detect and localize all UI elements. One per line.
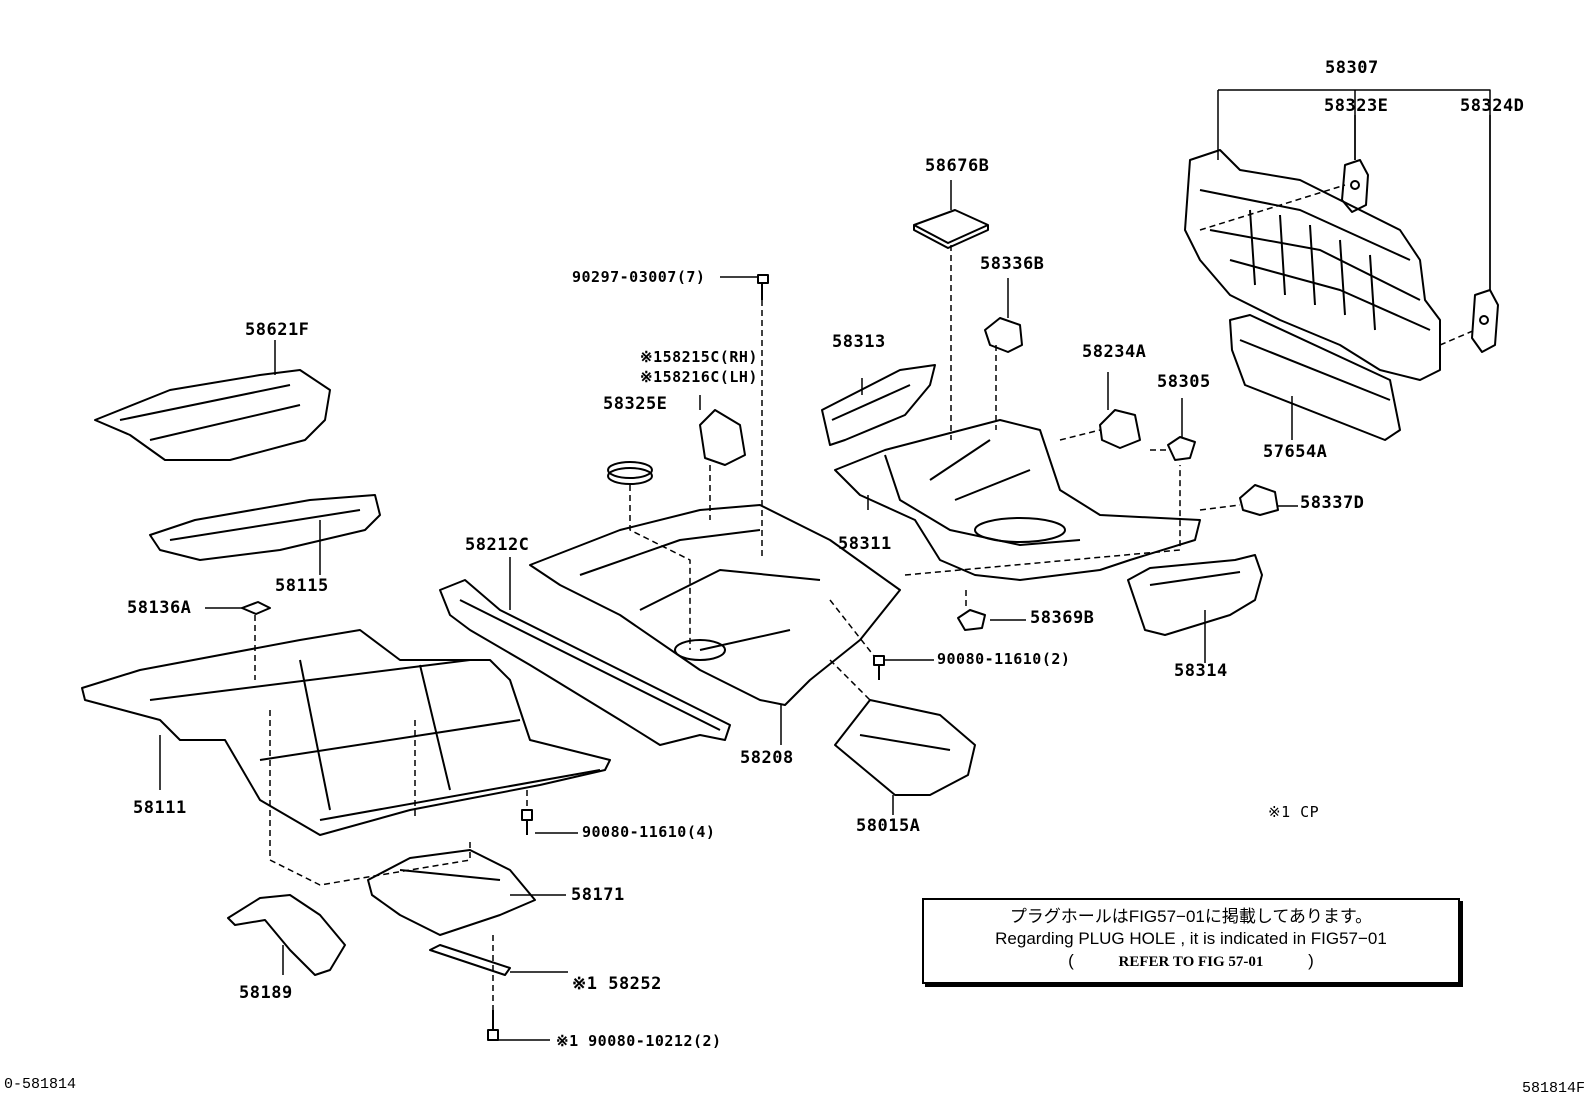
front-floor-58111 (81, 629, 611, 836)
note-line-en: Regarding PLUG HOLE , it is indicated in… (995, 929, 1387, 948)
label-58307: 58307 (1325, 58, 1379, 78)
bracket-58369B (957, 609, 986, 631)
reinforcement-58015A (834, 699, 976, 796)
bolt-90080-2 (873, 655, 885, 680)
label-58208: 58208 (740, 748, 794, 768)
label-58215C: ※158215C(RH) (640, 348, 758, 366)
dashed-lines (254, 184, 1476, 1010)
label-58325E: 58325E (603, 394, 668, 414)
bracket-58336B (984, 317, 1023, 353)
strip-58252 (429, 944, 511, 976)
bracket-58323E (1341, 159, 1369, 213)
bracket-58305 (1167, 436, 1196, 461)
note-open-paren: ( (1068, 951, 1074, 970)
side-member-58313 (821, 364, 936, 446)
reinforcement-58215C (699, 409, 746, 466)
label-58305: 58305 (1157, 372, 1211, 392)
rear-panel-58307 (1184, 149, 1441, 381)
label-58337D: 58337D (1300, 493, 1365, 513)
clip-58136A (241, 601, 271, 615)
label-58115: 58115 (275, 576, 329, 596)
note-line-jp: プラグホールはFIG57−01に掲載してあります。 (1009, 907, 1373, 926)
side-rail-58212C (439, 579, 731, 746)
label-58369B: 58369B (1030, 608, 1095, 628)
label-58336B: 58336B (980, 254, 1045, 274)
rear-floor-58311 (834, 419, 1201, 581)
label-58313: 58313 (832, 332, 886, 352)
figure-code-left: 0-581814 (4, 1076, 77, 1093)
bracket-58189 (227, 894, 346, 976)
label-58252: ※1 58252 (572, 974, 662, 994)
crossmember-57654A (1229, 314, 1401, 441)
panel-58115 (149, 494, 381, 561)
label-58234A: 58234A (1082, 342, 1147, 362)
label-90080-11610-4: 90080-11610(4) (582, 823, 716, 841)
note-line-refer: ( REFER TO FIG 57-01 ) (924, 950, 1458, 973)
bracket-58234A (1099, 409, 1141, 449)
leader-lines (159, 89, 1491, 1041)
bracket-58171 (367, 849, 536, 936)
note-close-paren: ) (1308, 951, 1314, 970)
label-90297-03007: 90297-03007(7) (572, 268, 706, 286)
footnote-cp: ※1 CP (1268, 803, 1320, 821)
label-58212C: 58212C (465, 535, 530, 555)
bolt-90080-4 (521, 809, 533, 835)
label-58311: 58311 (838, 534, 892, 554)
label-58111: 58111 (133, 798, 187, 818)
label-58621F: 58621F (245, 320, 310, 340)
bracket-58337D (1239, 484, 1279, 516)
label-90080-10212: ※1 90080-10212(2) (556, 1032, 722, 1050)
label-57654A: 57654A (1263, 442, 1328, 462)
label-58323E: 58323E (1324, 96, 1389, 116)
plug-hole-note: プラグホールはFIG57−01に掲載してあります。 Regarding PLUG… (922, 898, 1460, 984)
label-58216C: ※158216C(LH) (640, 368, 758, 386)
plug-58325E (607, 461, 653, 485)
screw-90297 (757, 274, 769, 300)
bolt-90080-10212 (487, 1010, 499, 1041)
label-90080-11610-2: 90080-11610(2) (937, 650, 1071, 668)
panel-58621F (94, 369, 331, 461)
label-58324D: 58324D (1460, 96, 1525, 116)
extension-58314 (1127, 554, 1263, 636)
label-58314: 58314 (1174, 661, 1228, 681)
label-58015A: 58015A (856, 816, 921, 836)
note-refer-text: REFER TO FIG 57-01 (1118, 954, 1264, 970)
bracket-58324D (1471, 289, 1499, 353)
label-58136A: 58136A (127, 598, 192, 618)
label-58676B: 58676B (925, 156, 990, 176)
figure-code-right: 581814F (1522, 1080, 1586, 1097)
label-58189: 58189 (239, 983, 293, 1003)
pad-58676B (913, 209, 989, 249)
label-58171: 58171 (571, 885, 625, 905)
